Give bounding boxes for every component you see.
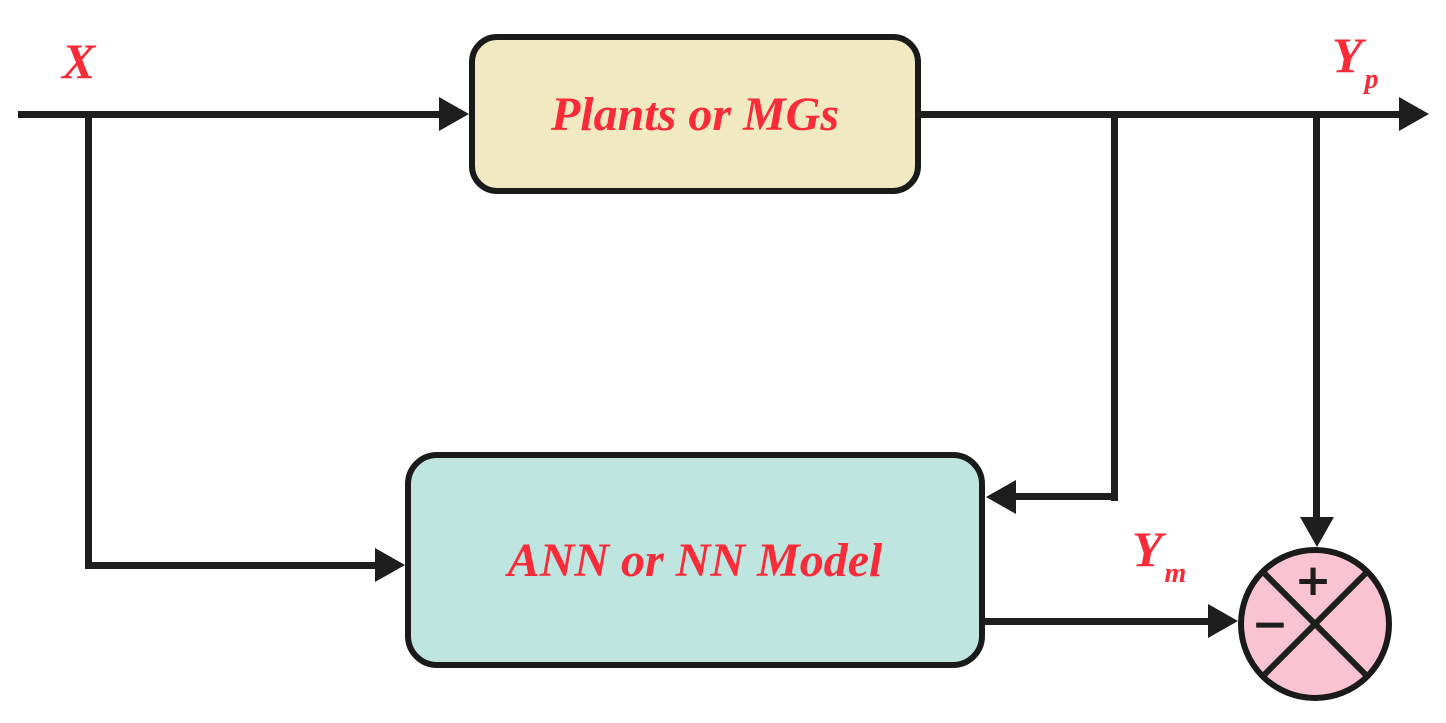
model-block-label: ANN or NN Model (507, 533, 883, 587)
arrowhead-into-model-icon (375, 548, 405, 582)
input-signal-label: X (62, 33, 96, 89)
model-output-label-subscript: m (1164, 558, 1187, 589)
branch-line-input-horizontal (85, 562, 375, 569)
plant-output-label-base: Y (1332, 27, 1363, 83)
arrowhead-into-junction-left-icon (1208, 604, 1238, 638)
junction-minus-sign: − (1251, 599, 1289, 650)
model-output-label-base: Y (1132, 521, 1163, 577)
arrowhead-into-junction-top-icon (1300, 517, 1334, 547)
model-output-line (983, 618, 1210, 625)
plant-output-label: Yp (1332, 27, 1379, 94)
model-output-label: Ym (1132, 521, 1186, 588)
feedback-line-vertical (1111, 111, 1118, 501)
plant-output-label-subscript: p (1364, 64, 1379, 95)
plant-block-label: Plants or MGs (550, 87, 840, 141)
junction-input-line-vertical (1313, 111, 1320, 519)
feedback-line-horizontal (1014, 493, 1118, 500)
branch-line-input-vertical (85, 111, 92, 569)
flow-line-plant-output (915, 111, 1402, 118)
junction-plus-sign: + (1294, 555, 1332, 606)
model-block: ANN or NN Model (405, 452, 985, 668)
arrowhead-into-model-right-icon (986, 480, 1016, 514)
plant-block: Plants or MGs (469, 34, 921, 194)
arrowhead-into-plant-icon (439, 97, 469, 131)
flow-line-input-main (18, 111, 442, 118)
arrowhead-output-icon (1399, 97, 1429, 131)
summing-junction: + − (1238, 547, 1392, 701)
